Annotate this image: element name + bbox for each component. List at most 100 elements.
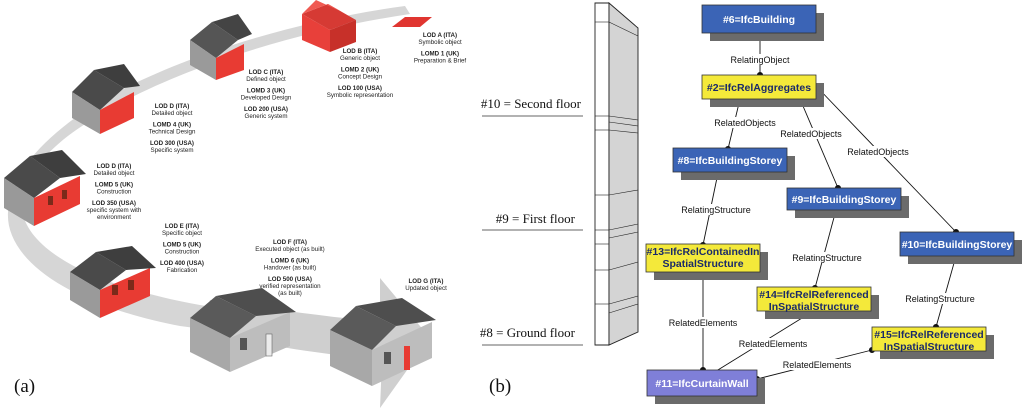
- lod-stage-6-line-4: Construction: [165, 249, 200, 256]
- lod-stage-8-line-2: Updated object: [405, 285, 447, 292]
- lod-b-house-icon: [302, 0, 356, 52]
- edge-label-relating-structure-2: RelatingStructure: [792, 253, 862, 263]
- lod-c-house-icon: [190, 14, 252, 80]
- lod-stage-7-line-5: LOD 500 (USA): [268, 276, 312, 283]
- lod-stage-4-line-3: LOMD 4 (UK): [153, 121, 191, 128]
- lod-stage-4-line-4: Technical Design: [149, 129, 196, 136]
- edge-label-related-elements-2: RelatedElements: [739, 339, 808, 349]
- lod-f-house-icon: [190, 288, 296, 372]
- edge-line-relating-structure-3: [935, 255, 957, 328]
- node-storey9: #9=IfcBuildingStorey: [786, 187, 909, 218]
- node-building-box: [701, 4, 817, 34]
- lod-a-symbol-icon: [392, 17, 432, 27]
- lod-stage-5-line-3: LOMD 5 (UK): [95, 181, 133, 188]
- panel-a-label: (a): [14, 376, 35, 397]
- lod-stage-8-line-1: LOD G (ITA): [409, 278, 444, 285]
- node-storey10-label-1: #10=IfcBuildingStorey: [902, 239, 1013, 251]
- lod-stage-3-line-3: LOMD 3 (UK): [247, 87, 285, 94]
- edge-label-related-objects-3: RelatedObjects: [847, 147, 909, 157]
- edge-label-relating-object: RelatingObject: [730, 55, 790, 65]
- node-rel15-label-2: InSpatialStructure: [884, 341, 975, 353]
- node-building: #6=IfcBuilding: [701, 4, 824, 41]
- node-rel13-label-1: #13=IfcRelContainedIn: [647, 246, 760, 258]
- edge-label-relating-structure-1: RelatingStructure: [681, 205, 751, 215]
- edge-label-related-objects-1: RelatedObjects: [714, 118, 776, 128]
- node-rel13-label-2: SpatialStructure: [662, 258, 743, 270]
- lod-stage-4-line-1: LOD D (ITA): [155, 103, 190, 110]
- node-storey10: #10=IfcBuildingStorey: [899, 231, 1022, 264]
- node-rel14-box: [756, 286, 872, 312]
- edge-line-related-objects-3: [815, 85, 957, 233]
- node-wall-box: [646, 369, 758, 397]
- curtain-wall-drawing: [594, 2, 639, 346]
- node-rel14-label-1: #14=IfcRelReferenced: [759, 289, 868, 301]
- lod-stage-4-line-6: Specific system: [151, 147, 194, 154]
- node-storey8-label-1: #8=IfcBuildingStorey: [678, 155, 783, 167]
- lod-stage-7-line-4: Handover (as built): [264, 265, 316, 272]
- ifc-nodes: #6=IfcBuilding #2=IfcRelAggregates #8=IfcB…: [645, 4, 1022, 404]
- lod-stage-1-line-4: Preparation & Brief: [414, 58, 467, 65]
- lod-stage-7-line-1: LOD F (ITA): [273, 239, 307, 246]
- lod-stage-7-line-3: LOMD 6 (UK): [271, 257, 309, 264]
- node-rel15-label-1: #15=IfcRelReferenced: [874, 329, 983, 341]
- lod-stage-1-line-1: LOD A (ITA): [423, 32, 457, 39]
- floor-label-first: #9 = First floor: [496, 211, 576, 226]
- lod-stage-5-line-7: environment: [97, 214, 131, 221]
- node-storey8: #8=IfcBuildingStorey: [672, 147, 795, 180]
- node-aggregates-label-1: #2=IfcRelAggregates: [707, 82, 811, 94]
- node-storey10-box: [899, 231, 1015, 257]
- edge-label-related-elements-1: RelatedElements: [669, 318, 738, 328]
- node-rel13-box: [645, 243, 761, 273]
- edge-line-related-objects-2: [799, 98, 839, 189]
- node-storey8-box: [672, 147, 788, 173]
- lod-stage-1-line-2: Symbolic object: [418, 39, 462, 46]
- lod-g-house-icon: [330, 298, 436, 386]
- panel-b: (b) #10 = Second floor #9 = First floor …: [480, 2, 1022, 404]
- lod-stage-6-line-2: Specific object: [162, 230, 202, 237]
- node-wall-label-1: #11=IfcCurtainWall: [655, 378, 748, 390]
- lod-d-detailed-house-icon: [4, 150, 86, 226]
- edge-line-relating-structure-2: [814, 209, 837, 289]
- lod-stage-2-line-1: LOD B (ITA): [343, 48, 378, 55]
- edge-label-related-elements-3: RelatedElements: [783, 360, 852, 370]
- lod-stage-3-line-1: LOD C (ITA): [249, 69, 284, 76]
- lod-stage-4-line-2: Detailed object: [152, 110, 193, 117]
- lod-stage-3-line-4: Developed Design: [241, 95, 292, 102]
- lod-stage-5-line-1: LOD D (ITA): [97, 163, 132, 170]
- lod-stage-6-line-3: LOMD 5 (UK): [163, 241, 201, 248]
- edge-label-relating-structure-3: RelatingStructure: [905, 294, 975, 304]
- node-aggregates: #2=IfcRelAggregates: [701, 74, 824, 107]
- lod-stage-6-line-6: Fabrication: [167, 267, 198, 274]
- node-storey9-box: [786, 187, 902, 211]
- node-building-label-1: #6=IfcBuilding: [723, 14, 795, 26]
- lod-stage-1-line-3: LOMD 1 (UK): [421, 50, 459, 57]
- lod-stage-3-line-6: Generic system: [245, 113, 288, 120]
- floor-label-second: #10 = Second floor: [481, 96, 582, 111]
- lod-stage-7-line-7: (as built): [278, 290, 302, 297]
- lod-stage-5-line-6: specific system with: [87, 207, 142, 214]
- lod-stage-5-line-2: Detailed object: [94, 170, 135, 177]
- lod-stage-5-line-5: LOD 350 (USA): [92, 200, 136, 207]
- lod-stage-3-line-5: LOD 200 (USA): [244, 106, 288, 113]
- edge-label-related-objects-2: RelatedObjects: [780, 129, 842, 139]
- lod-stage-7-line-6: verified representation: [259, 283, 321, 290]
- lod-stage-2-line-4: Concept Design: [338, 74, 383, 81]
- lod-stage-6-line-1: LOD E (ITA): [165, 223, 199, 230]
- lod-d-house-icon: [72, 64, 140, 134]
- lod-stage-2-line-5: LOD 100 (USA): [338, 85, 382, 92]
- node-rel15-box: [871, 326, 987, 352]
- panel-b-label: (b): [489, 376, 511, 397]
- lod-stage-6-line-5: LOD 400 (USA): [160, 260, 204, 267]
- node-aggregates-box: [701, 74, 817, 100]
- lod-stage-2-line-6: Symbolic representation: [327, 92, 394, 99]
- lod-stage-3-line-2: Defined object: [246, 76, 286, 83]
- lod-stage-2-line-3: LOMD 2 (UK): [341, 66, 379, 73]
- ifc-edge-labels: RelatingObject RelatedObjects RelatedObj…: [668, 54, 976, 370]
- node-wall: #11=IfcCurtainWall: [646, 369, 765, 404]
